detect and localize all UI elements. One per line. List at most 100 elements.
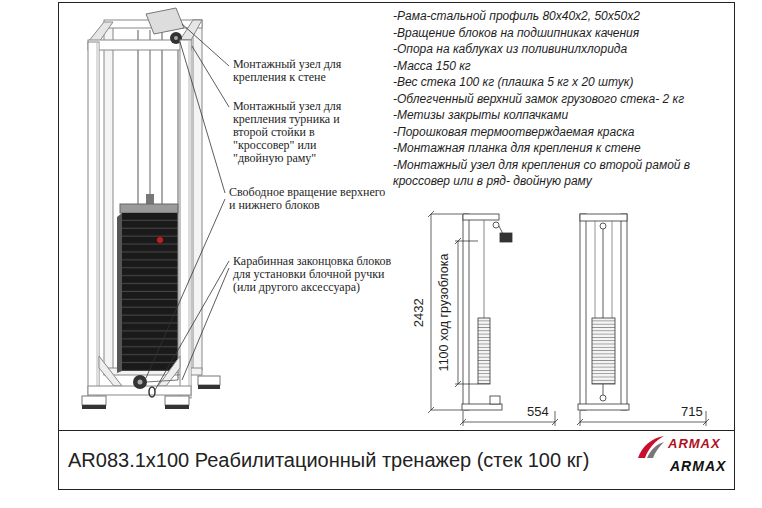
front-top-bar — [580, 214, 627, 221]
front-stack — [592, 318, 615, 384]
bottom-pulley — [133, 375, 147, 389]
side-pulley — [493, 222, 499, 228]
extension-line — [580, 411, 581, 426]
foot — [82, 396, 106, 405]
front-base — [578, 404, 629, 410]
sheet-border — [59, 3, 735, 490]
back-post — [193, 20, 202, 370]
spec-item: -Рама-стальной профиль 80х40х2, 50х50х2 — [393, 8, 705, 25]
leader-line — [192, 46, 229, 107]
selector-pin — [157, 237, 163, 243]
dimension-line — [580, 422, 706, 423]
logo-text: ARMAX — [668, 436, 721, 452]
stack-top-plate — [120, 204, 178, 213]
dimension-tick — [455, 381, 461, 387]
extension-line — [555, 411, 556, 426]
front-cable — [603, 384, 604, 395]
callout-text: Карабинная законцовка блоков для установ… — [233, 255, 409, 294]
front-post — [621, 214, 627, 410]
dimension-line — [431, 214, 432, 410]
spec-item: -Вращение блоков на подшипниках качения — [393, 25, 705, 42]
side-foot — [490, 396, 500, 404]
pulley-axle — [138, 380, 143, 385]
side-beam — [180, 20, 202, 40]
dimension-tick — [552, 419, 558, 425]
leader-line — [155, 261, 229, 390]
front-post — [88, 42, 99, 398]
foot — [198, 376, 220, 385]
post-shade — [96, 43, 99, 397]
foot — [165, 396, 189, 405]
front-pulley — [600, 223, 606, 229]
front-view — [578, 214, 629, 410]
spec-item: -Облегченный верхний замок грузового сте… — [393, 91, 705, 108]
pulley-axle — [174, 36, 178, 40]
front-guide — [612, 221, 613, 318]
leader-line — [182, 268, 229, 380]
logo-text: ARMAX — [670, 458, 726, 475]
dimension-line — [463, 422, 555, 423]
dimension-label: 2432 — [410, 299, 426, 328]
front-bottom-pulley — [600, 395, 606, 401]
dimension-label: 1100 ход грузоблока — [438, 253, 453, 371]
dimension-label: 554 — [527, 404, 549, 420]
dimension-tick — [577, 419, 583, 425]
dimension-line — [458, 241, 459, 384]
dimension-tick — [455, 238, 461, 244]
side-handle — [500, 233, 512, 242]
side-post — [463, 214, 469, 410]
front-cable — [603, 229, 604, 318]
callout-text: Монтажный узел для крепления к стене — [233, 58, 363, 84]
dimension-label: 715 — [681, 404, 703, 420]
dimension-tick — [703, 419, 709, 425]
guide-rod — [137, 30, 139, 206]
callout-text: Монтажный узел для крепления турника и в… — [233, 100, 363, 165]
stack-side — [117, 213, 122, 373]
leader-line — [180, 42, 225, 193]
back-post — [104, 24, 113, 374]
extension-line — [706, 411, 707, 426]
spec-item: -Порошковая термоотверждаемая краска — [393, 124, 705, 141]
side-view — [462, 214, 512, 410]
cable — [150, 30, 151, 198]
machine-illustration — [82, 8, 220, 409]
dimension-lines — [428, 211, 709, 426]
wall-mount — [146, 8, 184, 34]
side-stack — [478, 318, 490, 384]
pvc-heel — [165, 405, 189, 409]
side-guide — [484, 220, 485, 318]
dimension-tick — [428, 211, 434, 217]
dimension-tick — [428, 407, 434, 413]
frame-border — [58, 3, 735, 490]
side-arm — [463, 214, 499, 220]
leader-line — [182, 24, 229, 66]
base-brace — [99, 356, 122, 386]
extension-line — [463, 411, 464, 426]
title-text: AR083.1х100 Реабилитационный тренажер (с… — [68, 448, 589, 472]
callout-text: Свободное вращение верхнего и нижнего бл… — [229, 186, 389, 212]
spec-item: -Метизы закрыты колпачками — [393, 107, 705, 124]
extension-line — [431, 214, 462, 215]
title-band-line — [58, 430, 735, 431]
guide-rod — [161, 30, 163, 206]
carabiner — [149, 387, 155, 397]
logo-swoosh — [638, 436, 664, 458]
spec-item: -Вес стека 100 кг (плашка 5 кг х 20 штук… — [393, 74, 705, 91]
leader-lines — [146, 24, 229, 390]
spec-item: -Масса 150 кг — [393, 58, 705, 75]
front-guide — [595, 221, 596, 318]
spec-item: -Монтажная планка для крепления к стене — [393, 140, 705, 157]
extension-line — [431, 410, 462, 411]
weight-stack — [122, 213, 178, 371]
pvc-heel — [82, 405, 106, 409]
dimension-tick — [460, 419, 466, 425]
side-beam — [88, 22, 113, 42]
spec-item: -Опора на каблуках из поливинилхлорида — [393, 41, 705, 58]
front-post — [580, 214, 586, 410]
logo-swoosh — [638, 436, 664, 458]
cable — [146, 380, 178, 382]
logo-swoosh — [647, 442, 664, 458]
cable — [177, 42, 178, 380]
spec-item: -Монтажный узел для крепления со второй … — [393, 157, 705, 190]
